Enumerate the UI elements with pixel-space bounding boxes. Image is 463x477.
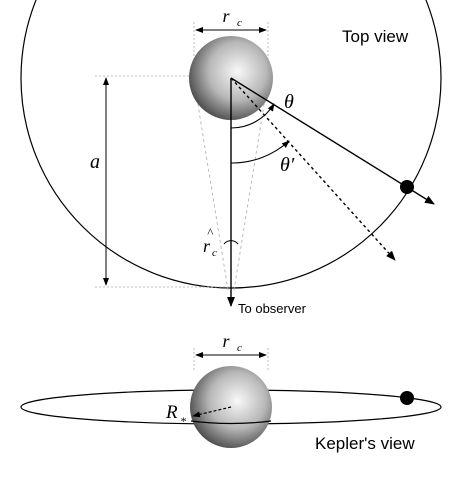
kepler-view: r c R * Kepler's view: [20, 331, 442, 453]
theta-prime-arc: [230, 140, 290, 164]
planet-top: [400, 180, 414, 194]
top-view: r c θ θ′ a ^ r c To observer Top view: [20, 0, 442, 316]
rc-label-bottom: r: [222, 331, 230, 351]
rstar-label-sub: *: [180, 414, 186, 428]
planet-kepler: [400, 391, 414, 405]
rc-hat-arc: [223, 240, 239, 245]
rc-label-top-sub: c: [237, 17, 242, 29]
theta-arc: [230, 103, 275, 129]
rc-label-top: r: [222, 6, 230, 26]
rc-hat-mark: ^: [207, 225, 214, 240]
rstar-label: R: [165, 402, 178, 423]
rc-hat-label-sub: c: [212, 247, 217, 259]
projected-direction-line: [230, 77, 396, 261]
theta-label: θ: [284, 91, 294, 113]
orbit-ellipse-front: [190, 420, 272, 425]
to-observer-label: To observer: [238, 301, 307, 316]
planet-direction-line: [230, 77, 435, 205]
top-view-title: Top view: [342, 27, 409, 46]
kepler-view-title: Kepler's view: [315, 434, 415, 453]
rc-hat-label: r: [203, 236, 211, 256]
rc-label-bottom-sub: c: [237, 342, 242, 354]
a-label: a: [90, 151, 100, 173]
theta-prime-label: θ′: [280, 154, 295, 176]
rstar-radius-arrow: [192, 406, 232, 418]
